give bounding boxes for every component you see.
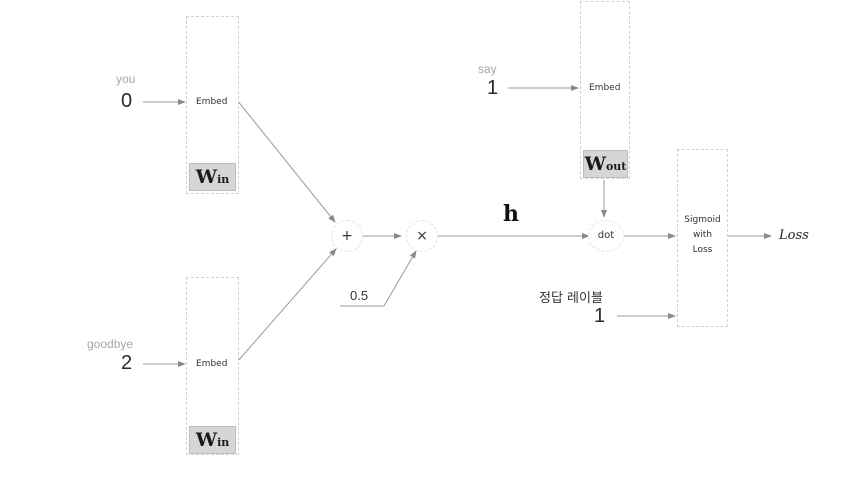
embed-layer-you: Embed Win xyxy=(186,16,239,194)
index-you: 0 xyxy=(121,90,133,112)
add-node: + xyxy=(331,220,363,252)
embed-label-goodbye: Embed xyxy=(196,359,228,369)
arrow-embed-goodbye-to-add xyxy=(236,248,337,363)
word-goodbye: goodbye xyxy=(87,337,134,351)
embed-label-say: Embed xyxy=(589,83,621,93)
sigmoid-label: Sigmoid with Loss xyxy=(678,213,727,258)
word-you: you xyxy=(116,72,136,86)
constant-value: 0.5 xyxy=(350,288,369,303)
weight-subscript: out xyxy=(605,160,627,173)
weight-win-you: Win xyxy=(189,163,236,191)
weight-subscript: in xyxy=(217,173,230,186)
weight-subscript: in xyxy=(217,436,230,449)
weight-symbol: W xyxy=(195,166,218,188)
correct-label-text: 정답 레이블 xyxy=(539,291,603,306)
weight-wout: Wout xyxy=(583,150,628,178)
word-say: say xyxy=(478,62,497,76)
embed-label-you: Embed xyxy=(196,97,228,107)
embed-layer-goodbye: Embed Win xyxy=(186,277,239,455)
dot-node: dot xyxy=(588,220,624,252)
hidden-label: h xyxy=(503,201,519,227)
weight-symbol: W xyxy=(584,153,606,175)
embed-layer-say: Embed Wout xyxy=(580,1,630,179)
sigmoid-with-loss-layer: Sigmoid with Loss xyxy=(677,149,728,327)
sigmoid-line1: Sigmoid xyxy=(684,215,721,225)
weight-symbol: W xyxy=(195,429,218,451)
index-goodbye: 2 xyxy=(121,352,133,374)
correct-label-value: 1 xyxy=(594,305,606,327)
multiply-node: × xyxy=(406,220,438,252)
weight-win-goodbye: Win xyxy=(189,426,236,454)
loss-label: Loss xyxy=(779,228,809,243)
sigmoid-line2: with xyxy=(692,230,713,240)
arrow-const-to-mul xyxy=(340,250,417,307)
index-say: 1 xyxy=(487,77,499,99)
arrow-embed-you-to-add xyxy=(236,99,336,223)
sigmoid-line3: Loss xyxy=(692,245,713,255)
